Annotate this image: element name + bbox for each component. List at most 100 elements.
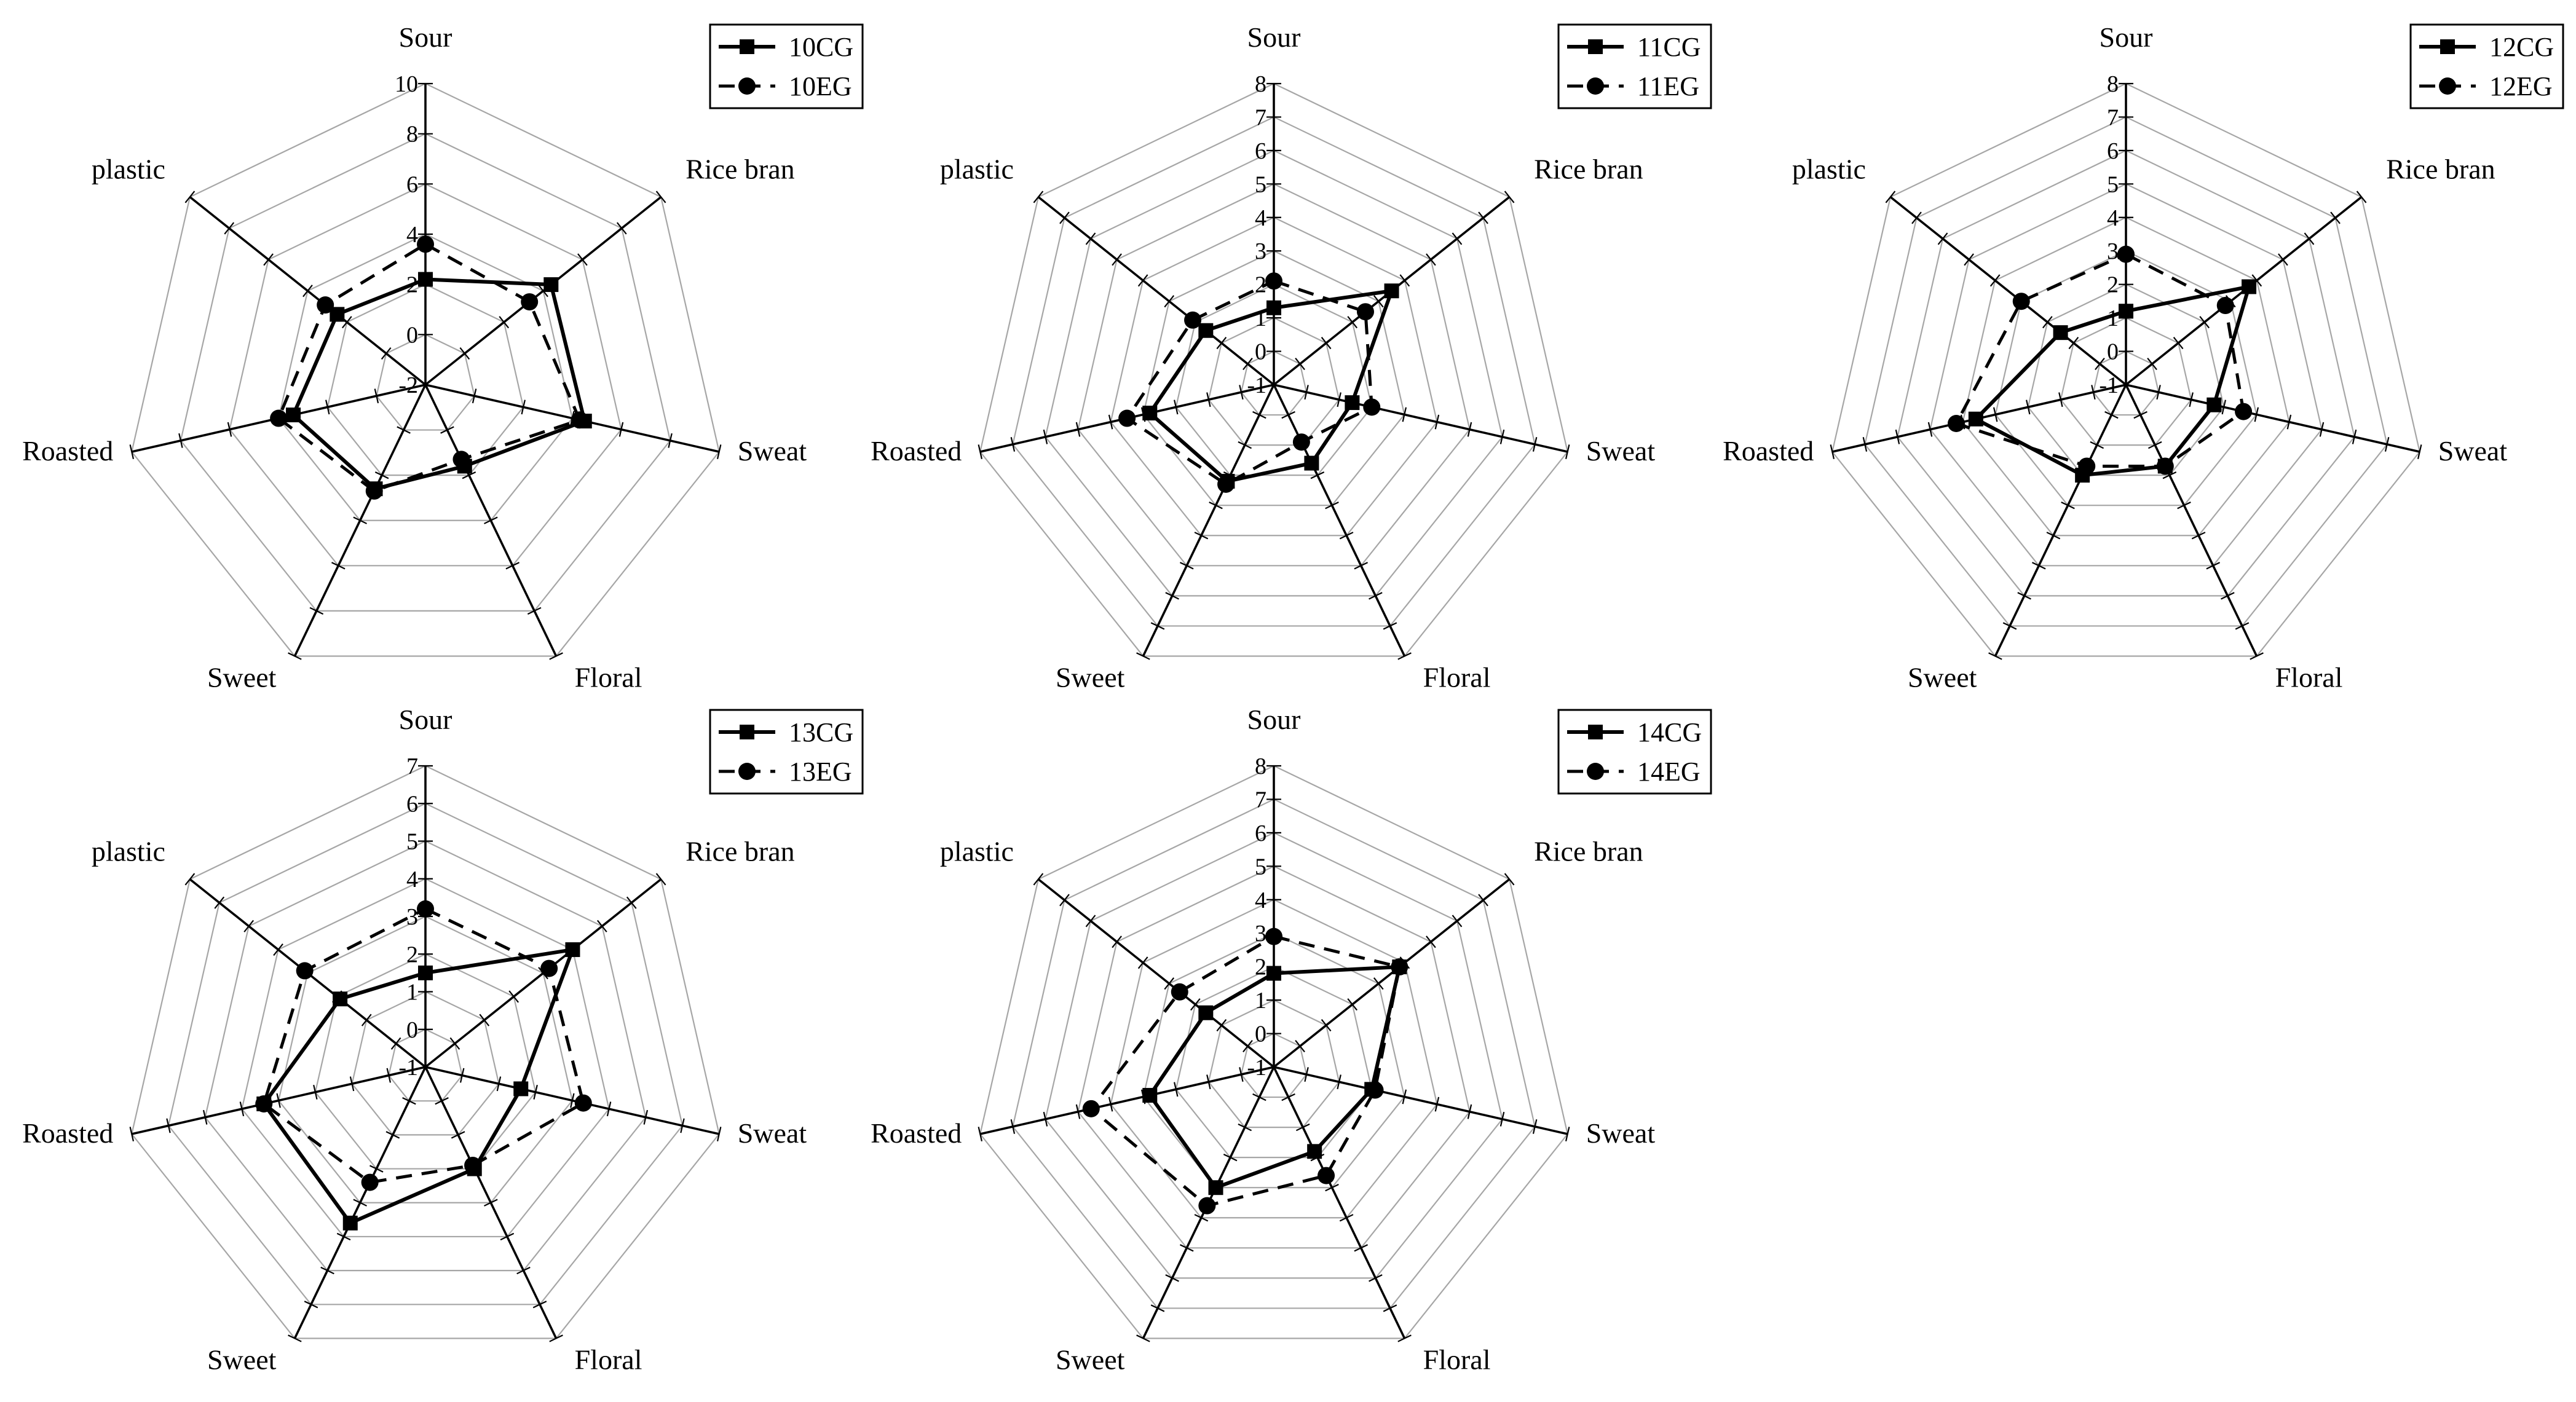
tick-label: -1 xyxy=(398,1055,418,1081)
axis-tick xyxy=(449,1037,460,1050)
axis-tick xyxy=(1310,471,1325,479)
tick-label: 3 xyxy=(1255,238,1266,264)
data-point-12eg-plastic xyxy=(2012,293,2030,310)
axis-tick xyxy=(2091,385,2096,400)
axis-tick xyxy=(2031,562,2046,570)
data-point-11eg-floral xyxy=(1292,433,1310,451)
axis-label-sweat: Sweat xyxy=(1586,435,1656,467)
axis-line-sweat xyxy=(2125,384,2420,453)
axis-tick xyxy=(1281,411,1295,419)
legend-marker xyxy=(738,77,756,95)
axis-tick xyxy=(397,426,411,434)
tick-label: 7 xyxy=(2107,104,2119,130)
axis-tick xyxy=(1937,232,1948,245)
axis-tick xyxy=(2221,400,2226,415)
grid-ring xyxy=(2092,350,2160,416)
axis-label-sweet: Sweet xyxy=(207,661,277,693)
grid-ring xyxy=(2060,317,2192,446)
legend-label-10cg: 10CG xyxy=(789,32,853,62)
axis-line-rice-bran xyxy=(1273,878,1511,1068)
data-point-10cg-rice-bran xyxy=(543,277,559,293)
axis-tick xyxy=(1467,422,1472,437)
axis-tick xyxy=(309,607,324,615)
axis-tick xyxy=(1339,1214,1354,1222)
axis-tick xyxy=(1478,894,1488,907)
axis-tick xyxy=(459,1068,465,1083)
tick-label: 1 xyxy=(2107,305,2119,331)
axis-tick xyxy=(978,1127,983,1141)
axis-label-plastic: plastic xyxy=(92,835,165,867)
axis-tick xyxy=(1467,1104,1472,1119)
axis-tick xyxy=(1504,191,1515,203)
grid-ring xyxy=(351,991,500,1136)
axis-tick xyxy=(1150,1304,1165,1312)
axis-tick xyxy=(1043,1111,1048,1127)
axis-label-floral: Floral xyxy=(1423,1344,1491,1375)
grid-ring xyxy=(204,840,647,1272)
axis-tick xyxy=(402,1097,416,1105)
axis-tick xyxy=(1369,1274,1383,1282)
grid-ring xyxy=(1110,216,1438,537)
axis-tick xyxy=(1347,316,1358,329)
axis-tick xyxy=(2095,357,2105,371)
axis-tick xyxy=(1325,502,1339,510)
axis-label-sweet: Sweet xyxy=(207,1344,277,1375)
axis-tick xyxy=(1478,211,1488,224)
legend-marker xyxy=(2440,39,2455,54)
grid-ring xyxy=(1110,899,1438,1219)
axis-tick xyxy=(1179,1244,1194,1252)
data-point-13eg-floral xyxy=(464,1157,482,1175)
axis-tick xyxy=(2278,253,2288,266)
axis-tick xyxy=(1164,977,1175,990)
axis-tick xyxy=(655,191,666,203)
axis-tick xyxy=(336,1232,351,1241)
axis-tick xyxy=(1281,1093,1295,1101)
axis-tick xyxy=(361,1014,372,1026)
data-point-13cg-rice-bran xyxy=(565,942,580,958)
axis-tick xyxy=(1830,444,1835,459)
axis-tick xyxy=(472,388,477,404)
axis-line-sweet xyxy=(1142,384,1275,657)
axis-tick xyxy=(2147,441,2162,449)
axis-tick xyxy=(214,896,225,909)
axis-tick xyxy=(1499,1111,1505,1127)
tick-label: 0 xyxy=(1255,339,1266,365)
data-point-11eg-rice-bran xyxy=(1356,303,1374,321)
axis-tick xyxy=(618,422,624,437)
axis-tick xyxy=(606,1101,612,1117)
axis-tick xyxy=(716,444,722,459)
axis-tick xyxy=(374,388,379,404)
axis-tick xyxy=(1179,562,1194,570)
data-point-11eg-sour xyxy=(1265,272,1282,290)
axis-label-plastic: plastic xyxy=(1792,153,1866,184)
axis-tick xyxy=(129,1127,135,1141)
axis-tick xyxy=(462,471,476,479)
axis-tick xyxy=(1085,232,1096,245)
axis-tick xyxy=(288,652,302,660)
legend-marker xyxy=(2439,77,2456,95)
data-point-10cg-roasted xyxy=(286,408,301,423)
grid-ring xyxy=(979,82,1568,657)
grid-ring xyxy=(1077,865,1471,1249)
data-point-14eg-roasted xyxy=(1082,1100,1100,1117)
tick-label: 2 xyxy=(1255,272,1266,298)
axis-tick xyxy=(263,253,274,266)
axis-label-plastic: plastic xyxy=(92,153,165,184)
axis-tick xyxy=(1216,1019,1227,1032)
axis-label-rice-bran: Rice bran xyxy=(1534,835,1643,867)
axis-label-sweet: Sweet xyxy=(1908,661,1977,693)
axis-label-rice-bran: Rice bran xyxy=(685,835,795,867)
axis-tick xyxy=(1059,894,1070,907)
series-line-11cg xyxy=(1148,289,1394,483)
data-point-12cg-rice-bran xyxy=(2242,279,2257,294)
axis-tick xyxy=(1397,652,1412,660)
axis-tick xyxy=(166,1118,171,1133)
axis-tick xyxy=(2191,532,2206,540)
tick-label: 6 xyxy=(406,791,418,817)
axis-label-sour: Sour xyxy=(399,22,452,53)
grid-ring xyxy=(277,233,574,521)
